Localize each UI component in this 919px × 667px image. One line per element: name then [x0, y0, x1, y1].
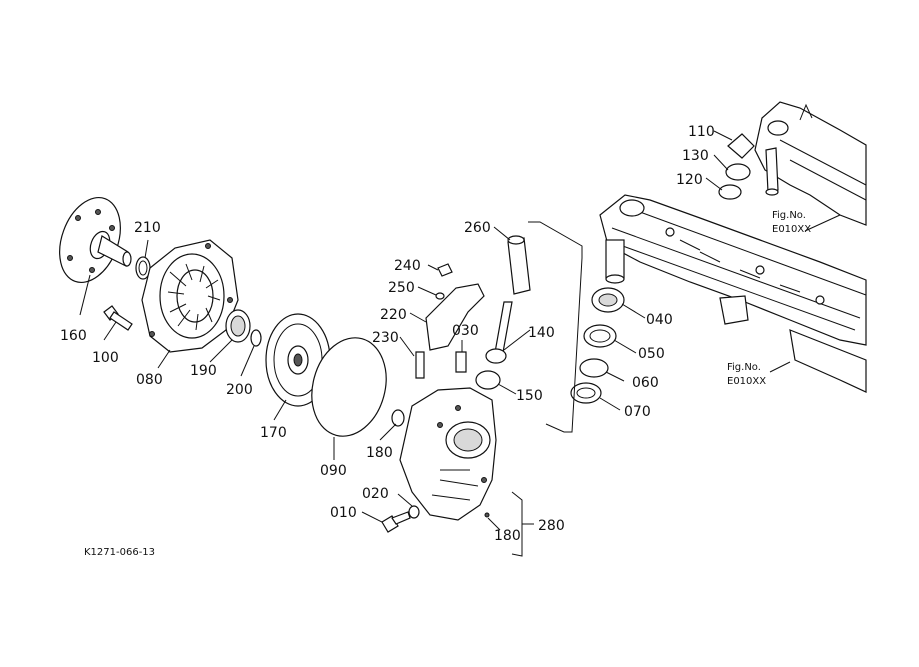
label-230: 230: [372, 330, 399, 346]
label-220: 220: [380, 307, 407, 323]
fig-ref-mid-line1: Fig.No.: [727, 362, 761, 373]
part-090-o-ring: [311, 337, 387, 437]
leader-lines: [79, 130, 841, 557]
part-190-bearing: [225, 309, 251, 343]
part-160-flange: [59, 196, 132, 284]
label-110: 110: [688, 124, 715, 140]
label-180-bottom: 180: [494, 528, 521, 544]
part-040-bearing: [591, 287, 625, 313]
part-050-bearing: [583, 324, 617, 348]
part-220-arm: [425, 283, 485, 351]
label-060: 060: [632, 375, 659, 391]
label-070: 070: [624, 404, 651, 420]
part-080-cover: [141, 239, 239, 353]
part-240-nut: [437, 263, 453, 277]
part-180-bushing: [391, 409, 405, 427]
label-020: 020: [362, 486, 389, 502]
part-260-pipe: [507, 235, 531, 295]
part-070-bearing: [570, 382, 602, 404]
label-250: 250: [388, 280, 415, 296]
label-090: 090: [320, 463, 347, 479]
upper-axle-drawing: [754, 101, 867, 226]
part-230-stud: [415, 351, 425, 379]
label-180-top: 180: [366, 445, 393, 461]
fig-ref-top-line2: E010XX: [772, 224, 811, 235]
part-250-washer: [435, 292, 445, 300]
label-130: 130: [682, 148, 709, 164]
label-190: 190: [190, 363, 217, 379]
fig-ref-top-line1: Fig.No.: [772, 210, 806, 221]
label-040: 040: [646, 312, 673, 328]
label-050: 050: [638, 346, 665, 362]
label-150: 150: [516, 388, 543, 404]
part-180-dowel: [484, 512, 490, 518]
part-120-shim: [718, 184, 742, 200]
axle-housing-drawing: [599, 194, 867, 393]
label-100: 100: [92, 350, 119, 366]
part-150-bearing: [475, 370, 501, 390]
part-200-ring: [250, 329, 262, 347]
part-110-gear: [727, 133, 755, 159]
part-100-bolt: [103, 305, 133, 331]
label-010: 010: [330, 505, 357, 521]
label-120: 120: [676, 172, 703, 188]
part-020-washer: [408, 505, 420, 519]
part-030-plug: [455, 351, 467, 373]
part-010-bolt: [381, 511, 411, 533]
part-140-shaft: [485, 301, 513, 364]
label-280: 280: [538, 518, 565, 534]
label-160: 160: [60, 328, 87, 344]
gearcase-housing: [399, 387, 497, 521]
label-240: 240: [394, 258, 421, 274]
label-210: 210: [134, 220, 161, 236]
label-030: 030: [452, 323, 479, 339]
label-260: 260: [464, 220, 491, 236]
diagram-code: K1271-066-13: [84, 547, 155, 558]
label-140: 140: [528, 325, 555, 341]
part-130-washer: [725, 163, 751, 181]
label-080: 080: [136, 372, 163, 388]
fig-ref-mid-line2: E010XX: [727, 376, 766, 387]
label-200: 200: [226, 382, 253, 398]
part-060-snap-ring: [579, 358, 609, 378]
label-170: 170: [260, 425, 287, 441]
